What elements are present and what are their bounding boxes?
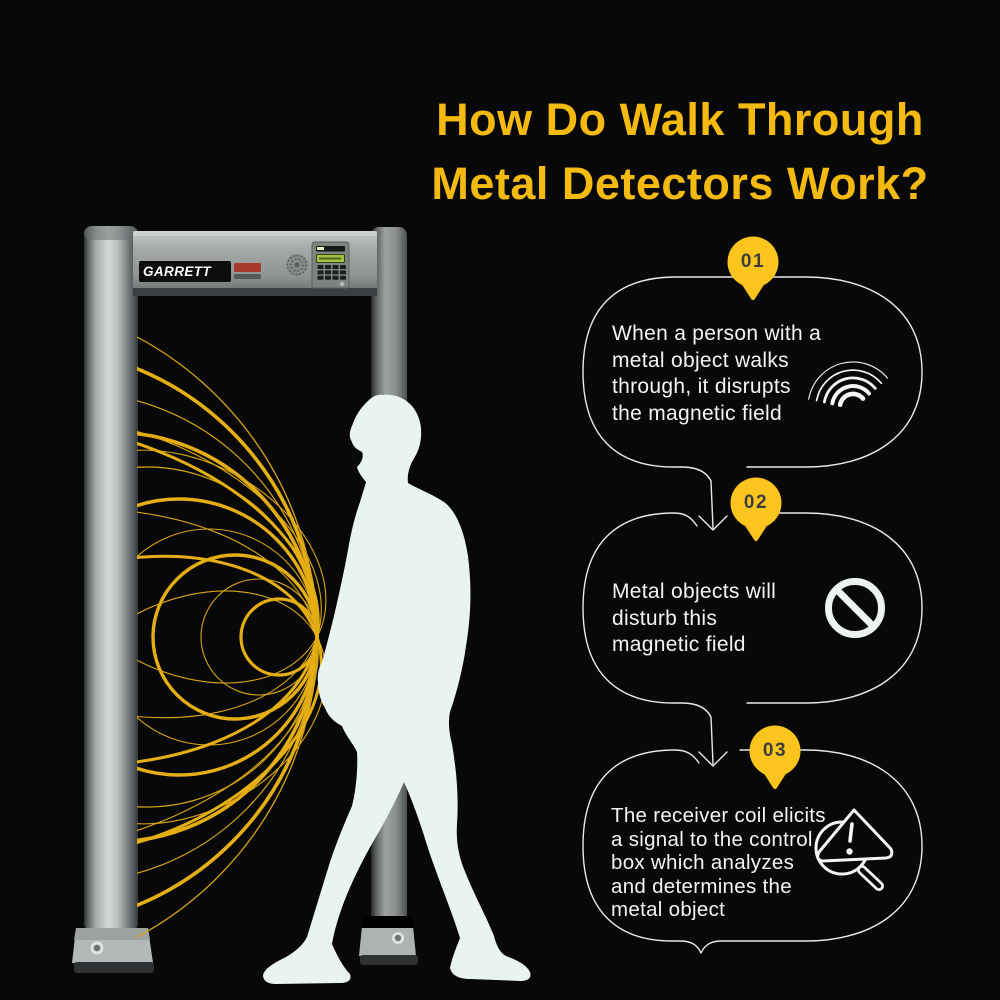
page-title: How Do Walk Through Metal Detectors Work…: [431, 94, 929, 209]
metal-detector: [72, 226, 531, 985]
speaker-grille-icon: [286, 254, 308, 276]
magnetic-field-arcs: [137, 336, 327, 938]
pin-02: [730, 477, 782, 541]
no-entry-icon: [825, 578, 885, 638]
keypad: [317, 265, 346, 280]
step-2-text: Metal objects will disturb this magnetic…: [612, 580, 777, 656]
detector-brand-label: GARRETT: [143, 264, 212, 279]
arrow-2-3: [698, 751, 728, 767]
step-3-number: 03: [762, 740, 788, 761]
step-3-text: The receiver coil elicits a signal to th…: [611, 804, 826, 921]
bubble-2-outline-right: [739, 512, 923, 704]
pin-03: [749, 725, 801, 789]
number-pins: [727, 236, 801, 789]
detector-left-post: [72, 226, 154, 973]
model-logo: [234, 263, 261, 279]
bubble-2-outline: [582, 512, 714, 765]
step-2-number: 02: [743, 492, 769, 513]
step-bubbles: [582, 276, 923, 954]
detector-crossbar: [133, 231, 377, 296]
walking-person-silhouette: [263, 394, 531, 985]
control-panel: [311, 241, 350, 289]
arrow-1-2: [698, 515, 728, 531]
bubble-3-outline: [582, 749, 923, 954]
bubble-1-outline: [582, 276, 923, 529]
pin-01: [727, 236, 779, 300]
brand-plate: [139, 261, 231, 282]
step-1-text: When a person with a metal object walks …: [612, 322, 822, 425]
signal-waves-icon: [808, 361, 889, 408]
step-1-number: 01: [740, 251, 766, 272]
alert-search-icon: [814, 808, 894, 891]
